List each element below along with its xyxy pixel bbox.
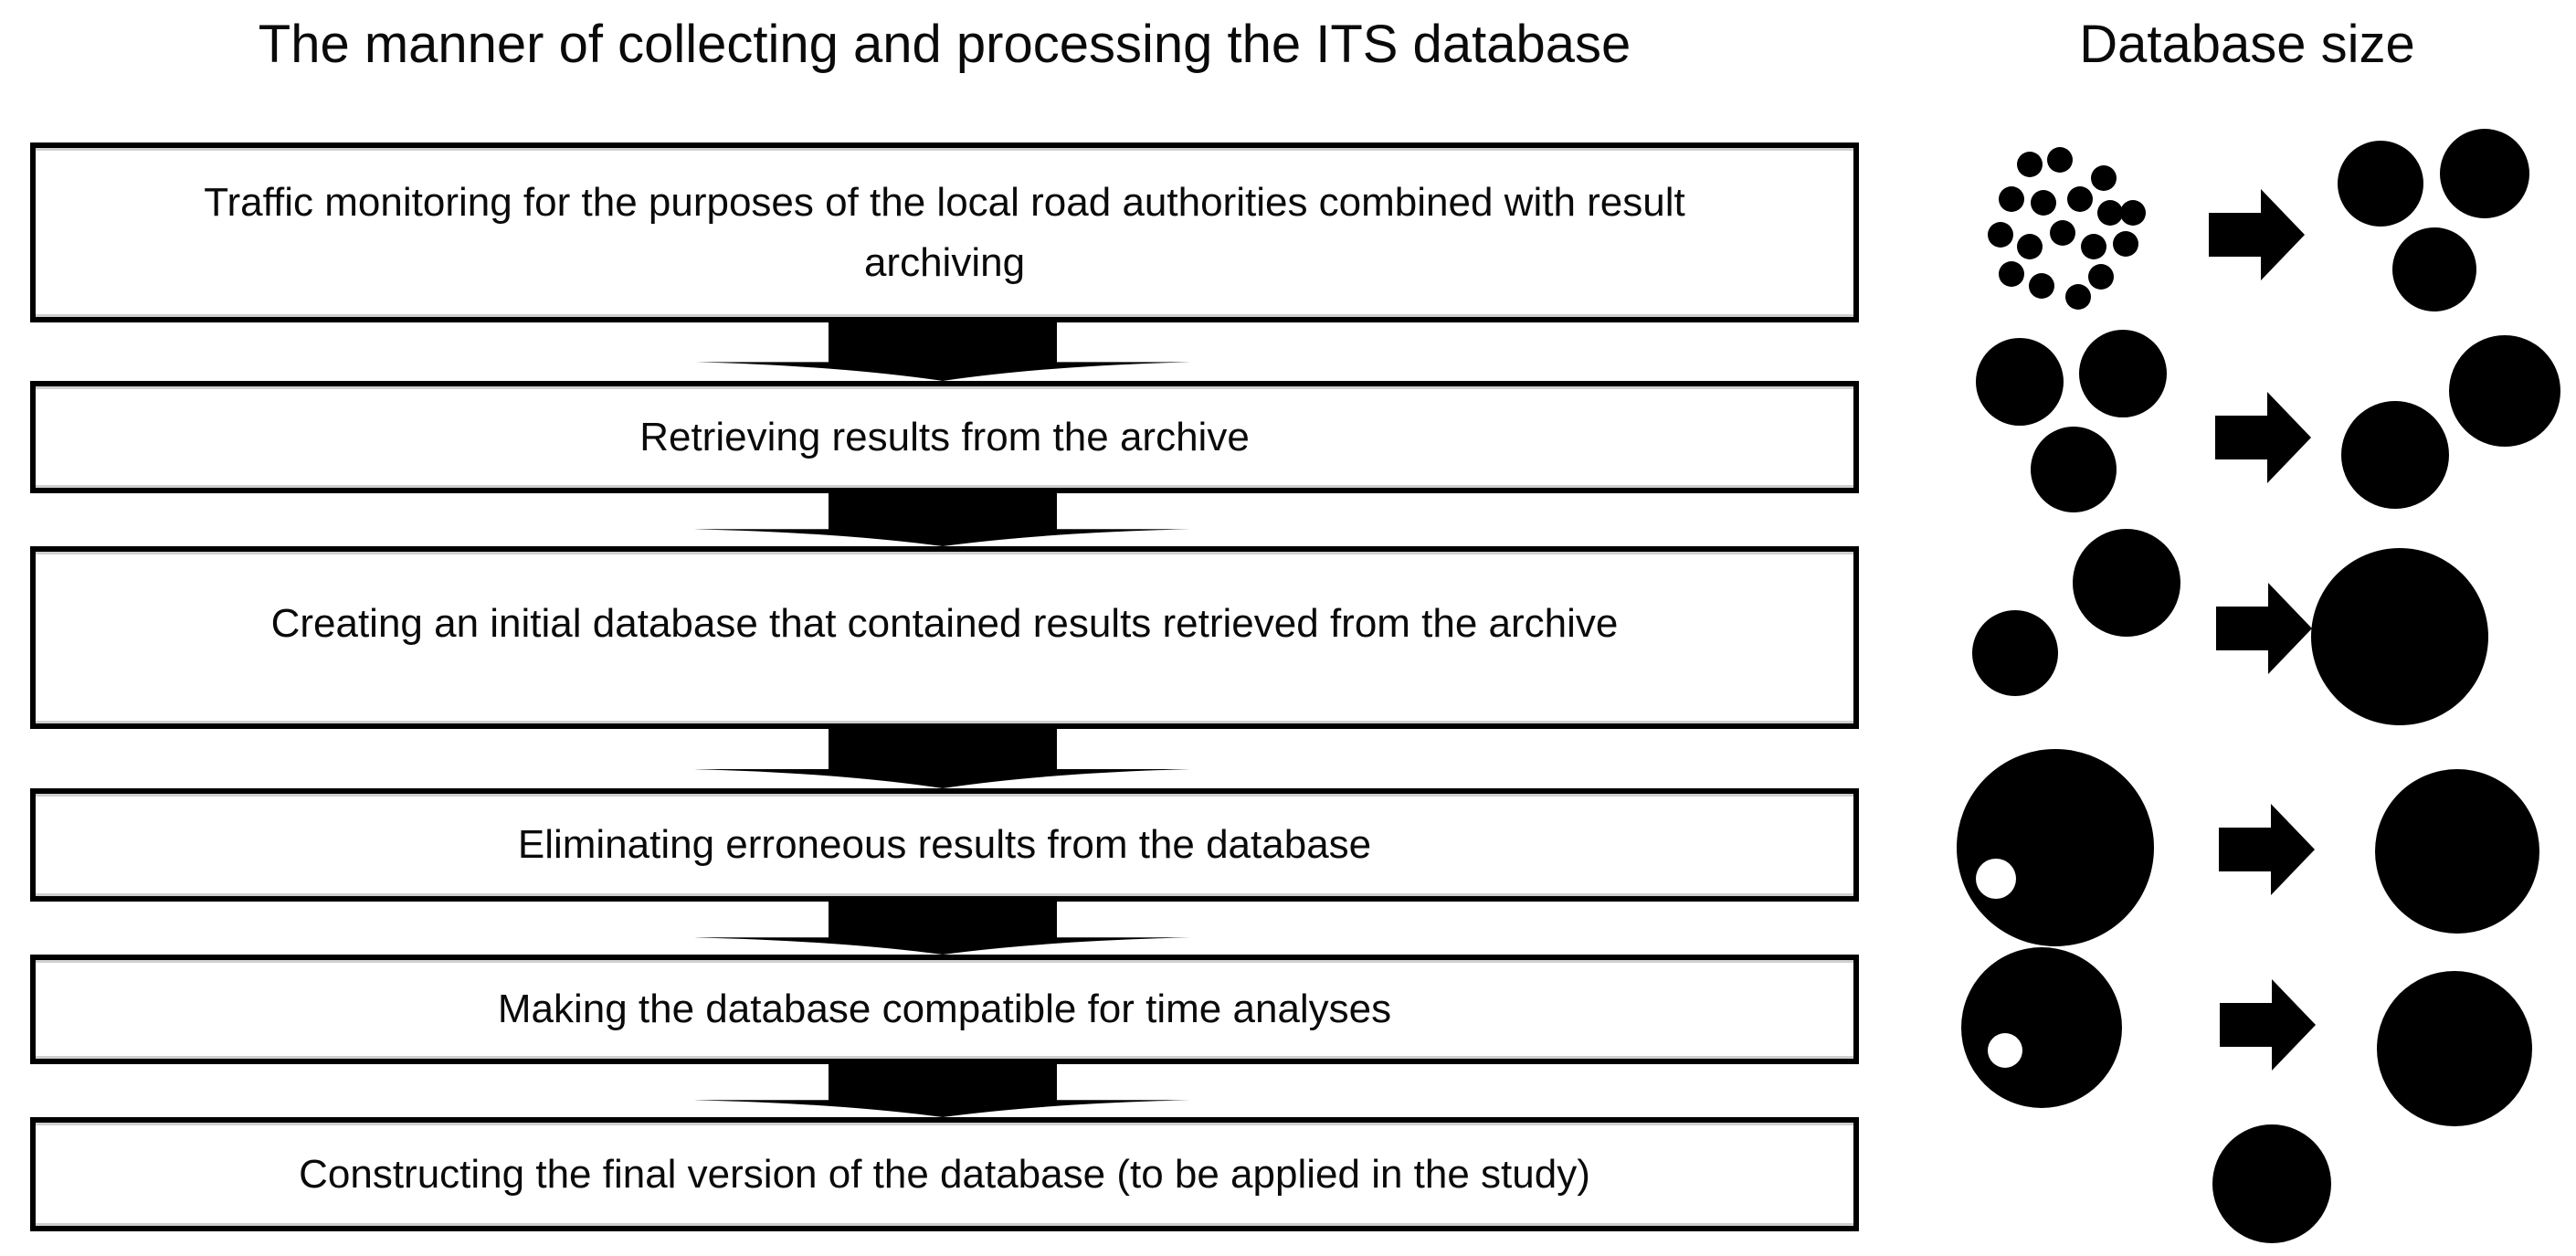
right-arrow-icon [2220, 979, 2316, 1071]
right-arrow-icon [2216, 583, 2312, 674]
down-arrow-icon [694, 493, 1190, 546]
size-row-4 [1957, 749, 2539, 946]
flow-step-5-label: Making the database compatible for time … [497, 987, 1392, 1031]
database-circle [2377, 971, 2532, 1126]
flow-step-4-label: Eliminating erroneous results from the d… [517, 822, 1372, 867]
down-arrow-icon [694, 729, 1190, 788]
flow-step-2: Retrieving results from the archive [30, 381, 1859, 493]
database-circle [1976, 338, 2064, 426]
small-record-dot [2031, 190, 2056, 216]
flow-step-1: Traffic monitoring for the purposes of t… [30, 142, 1859, 322]
flow-step-3-label: Creating an initial database that contai… [270, 601, 1619, 646]
database-size-graphic [1957, 129, 2560, 1243]
flow-step-3: Creating an initial database that contai… [30, 546, 1859, 729]
small-record-dot [1999, 186, 2024, 212]
left-panel-title: The manner of collecting and processing … [258, 15, 1631, 74]
right-arrow-icon [2215, 392, 2311, 483]
right-arrow-icon [2209, 189, 2305, 280]
database-circle [2073, 529, 2180, 637]
size-row-6 [2212, 1124, 2331, 1243]
database-circle [2440, 129, 2529, 218]
database-circle [2212, 1124, 2331, 1243]
flow-step-6: Constructing the final version of the da… [30, 1117, 1859, 1231]
flow-step-4: Eliminating erroneous results from the d… [30, 788, 1859, 902]
size-row-3 [1972, 529, 2488, 725]
small-record-dot [2120, 200, 2146, 226]
database-circle [2311, 548, 2488, 725]
small-record-dot [2113, 231, 2138, 257]
flow-step-2-label: Retrieving results from the archive [639, 414, 1250, 459]
small-record-dot [2067, 186, 2093, 212]
database-circle [2031, 427, 2117, 512]
database-circle [1957, 749, 2154, 946]
removed-data-hole [1976, 859, 2016, 899]
small-record-dot [2017, 152, 2043, 177]
size-row-5 [1961, 947, 2532, 1126]
down-arrow-icon [694, 902, 1190, 955]
small-record-dot [2029, 273, 2054, 299]
database-circle [2079, 330, 2167, 417]
size-row-2 [1976, 330, 2560, 512]
small-record-dot [2065, 284, 2091, 310]
size-row-1 [1988, 129, 2529, 311]
removed-data-hole [1988, 1033, 2022, 1068]
flow-step-1-label: Traffic monitoring for the purposes of t… [204, 179, 1685, 285]
database-circle [2449, 335, 2560, 447]
small-record-dot [2097, 200, 2123, 226]
database-circle [2375, 769, 2539, 934]
right-arrow-icon [2219, 804, 2315, 895]
database-circle [1961, 947, 2122, 1108]
small-record-dot [2017, 234, 2043, 259]
small-record-dot [2047, 147, 2073, 173]
flow-step-5: Making the database compatible for time … [30, 955, 1859, 1064]
down-arrow-icon [694, 322, 1190, 381]
database-circle [2392, 227, 2476, 311]
small-record-dot [2050, 220, 2075, 246]
database-circle [2338, 141, 2423, 227]
database-circle [1972, 610, 2058, 696]
small-record-dot [2088, 264, 2114, 290]
database-circle [2341, 401, 2449, 509]
small-record-dot [2091, 165, 2117, 191]
small-record-dot [1999, 261, 2024, 287]
down-arrow-icon [694, 1064, 1190, 1117]
small-record-dot [2081, 234, 2106, 259]
small-record-dot [1988, 222, 2013, 248]
flow-step-6-label: Constructing the final version of the da… [299, 1151, 1590, 1197]
right-panel-title: Database size [2079, 15, 2415, 74]
